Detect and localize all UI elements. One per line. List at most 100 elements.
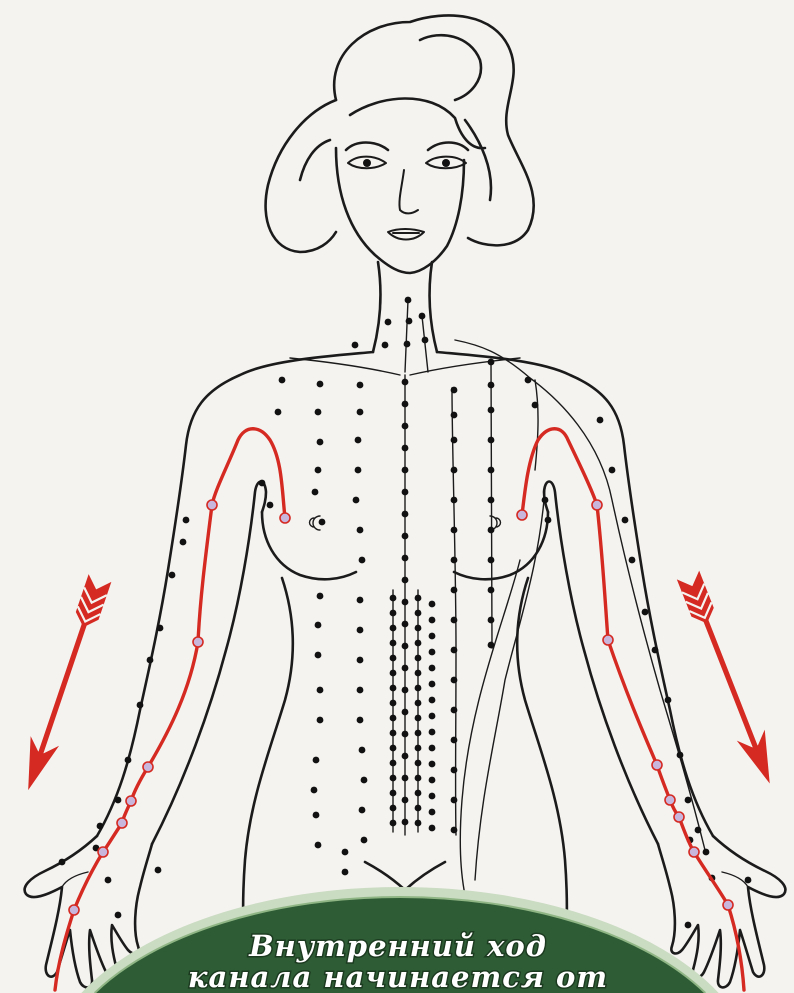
clavicle [290, 358, 400, 375]
acupoint-dot [419, 313, 426, 320]
acupoint-dot [451, 557, 458, 564]
right-iris [442, 159, 450, 167]
acupoint-dot [429, 809, 436, 816]
acupoint-dot [357, 527, 364, 534]
acupoint-dot [390, 700, 397, 707]
acupoint-dot [488, 497, 495, 504]
acupoint-dot [259, 480, 266, 487]
arrow-right [674, 570, 784, 790]
acupoint-dot [542, 497, 549, 504]
acupoint-dot [429, 825, 436, 832]
acupoint-dot [355, 437, 362, 444]
acupoint-dot [415, 760, 422, 767]
acupoint-dot [352, 342, 359, 349]
acupoint-dot [429, 729, 436, 736]
acupoint-dot [429, 681, 436, 688]
acupoint-dot [357, 717, 364, 724]
acupoint-dot [429, 793, 436, 800]
caption-line-1: Внутренний ход [248, 929, 547, 963]
acupoint-dot [402, 489, 409, 496]
acupoint-dot [745, 877, 752, 884]
acupoint-dot [319, 519, 326, 526]
left-iris [363, 159, 371, 167]
acupoint-dot [451, 497, 458, 504]
acupoint-dot [390, 670, 397, 677]
acupoint-dot [488, 617, 495, 624]
nipple [310, 516, 321, 530]
acupoint-dot [157, 625, 164, 632]
acupoint-dot [180, 539, 187, 546]
head [266, 15, 534, 273]
acupoint-dot [402, 599, 409, 606]
acupoint-dot [357, 627, 364, 634]
acupoint-dot [390, 655, 397, 662]
acupoint-dot [317, 593, 324, 600]
shoulder-outer-arm [97, 352, 373, 836]
acupoint-dot [451, 827, 458, 834]
acupoint-dot [355, 467, 362, 474]
acupoint-dot [422, 337, 429, 344]
acupoint-dot [275, 409, 282, 416]
acupoint-dot [317, 381, 324, 388]
acupoint-dot [357, 382, 364, 389]
acupoint-dot [415, 640, 422, 647]
acupoint-dot [353, 497, 360, 504]
acupoint-dot [609, 467, 616, 474]
acupoint-dot [402, 467, 409, 474]
acupoint-dot [415, 610, 422, 617]
meridian-point [689, 847, 699, 857]
acupoint-dot [315, 409, 322, 416]
acupoint-dot [677, 752, 684, 759]
acupoint-dot [451, 647, 458, 654]
acupoint-dot [155, 867, 162, 874]
acupoint-dot [390, 685, 397, 692]
acupoint-dot [415, 820, 422, 827]
acupoint-dot [125, 757, 132, 764]
acupoint-dot [415, 715, 422, 722]
acupoint-dot [451, 707, 458, 714]
acupoint-dot [402, 621, 409, 628]
acupoint-dot [402, 687, 409, 694]
acupoint-dot [361, 837, 368, 844]
acupoint-dot [357, 409, 364, 416]
acupoint-dot [415, 775, 422, 782]
acupoint-dot [313, 757, 320, 764]
acupoint-dot [451, 677, 458, 684]
acupoint-dot [402, 819, 409, 826]
acupoint-dot [488, 587, 495, 594]
neck-channel-line [405, 300, 428, 372]
acupoint-dot [390, 745, 397, 752]
acupoint-dot [642, 609, 649, 616]
acupoint-dot [359, 557, 366, 564]
meridian-point [674, 812, 684, 822]
acupoint-dot [315, 467, 322, 474]
meridian-point [592, 500, 602, 510]
acupoint-dot [622, 517, 629, 524]
acupoint-dot [415, 790, 422, 797]
acupoint-dot [317, 717, 324, 724]
acupoint-dot [402, 445, 409, 452]
acupoint-dot [429, 697, 436, 704]
acupoint-dot [451, 412, 458, 419]
acupoint-dot [359, 747, 366, 754]
acupoint-dot [451, 617, 458, 624]
acupoint-dot [390, 595, 397, 602]
acupoint-dot [390, 820, 397, 827]
acupoint-dot [342, 849, 349, 856]
meridian-point [652, 760, 662, 770]
acupoint-dot [429, 665, 436, 672]
acupoint-dot [652, 647, 659, 654]
acupoint-dot [402, 401, 409, 408]
acupoint-dot [488, 642, 495, 649]
acupoint-dot [402, 555, 409, 562]
groin-line [365, 862, 405, 890]
meridian-point [98, 847, 108, 857]
acupoint-dot [317, 687, 324, 694]
acupoint-dot [525, 377, 532, 384]
acupoint-dot [429, 617, 436, 624]
acupoint-dot [315, 842, 322, 849]
acupoint-dot [415, 670, 422, 677]
acupoint-dot [402, 577, 409, 584]
acupoint-dot [402, 709, 409, 716]
